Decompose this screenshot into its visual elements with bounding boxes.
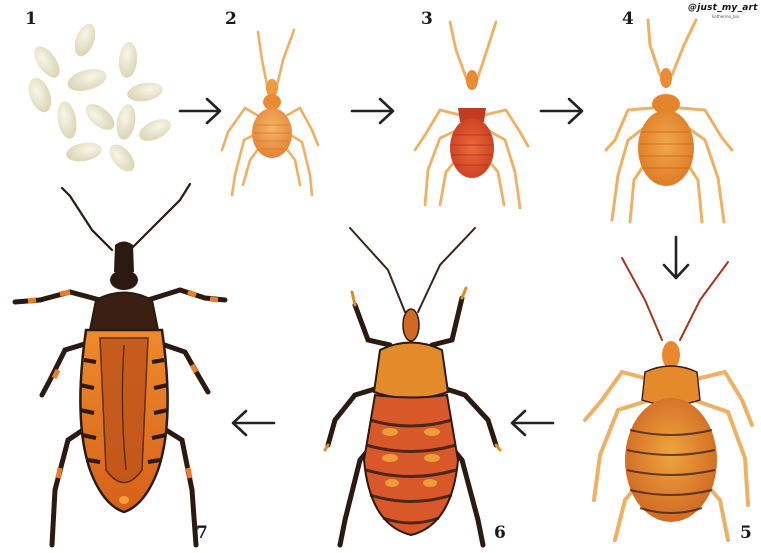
egg [29,42,64,82]
stage-7-adult [15,184,225,545]
stage-number-1: 1 [25,11,37,28]
egg [65,140,104,164]
arrow-5-to-6 [512,411,553,435]
stage-number-5: 5 [740,525,752,542]
egg [81,99,119,135]
artist-credit-sub: katherine_bio [712,14,739,19]
nymph-abdomen [450,118,494,178]
egg [24,75,55,116]
stage-number-7: 7 [196,525,208,542]
stage-number-2: 2 [225,11,237,28]
nymph-abdomen [638,110,694,186]
stage-3-nymph [415,22,528,208]
stage-4-nymph [606,20,732,222]
stage-5-nymph [585,258,752,540]
arrow-2-to-3 [352,99,393,123]
egg [117,41,138,78]
arrow-6-to-7 [233,411,274,435]
stage-number-3: 3 [421,11,433,28]
arrow-1-to-2 [180,99,220,123]
egg [126,80,165,104]
stage-number-6: 6 [494,525,506,542]
stage-2-nymph [222,30,318,195]
artist-credit: @just_my_art [688,3,758,13]
egg [136,115,174,146]
arrow-3-to-4 [541,99,582,123]
egg [114,103,138,142]
stage-1-eggs [24,21,174,176]
egg [55,100,79,141]
stage-number-4: 4 [622,11,634,28]
egg [105,140,139,176]
egg [65,65,109,95]
nymph-abdomen [625,398,717,522]
arrow-4-to-5 [664,237,688,278]
egg [71,21,100,59]
stage-6-nymph [325,228,500,545]
